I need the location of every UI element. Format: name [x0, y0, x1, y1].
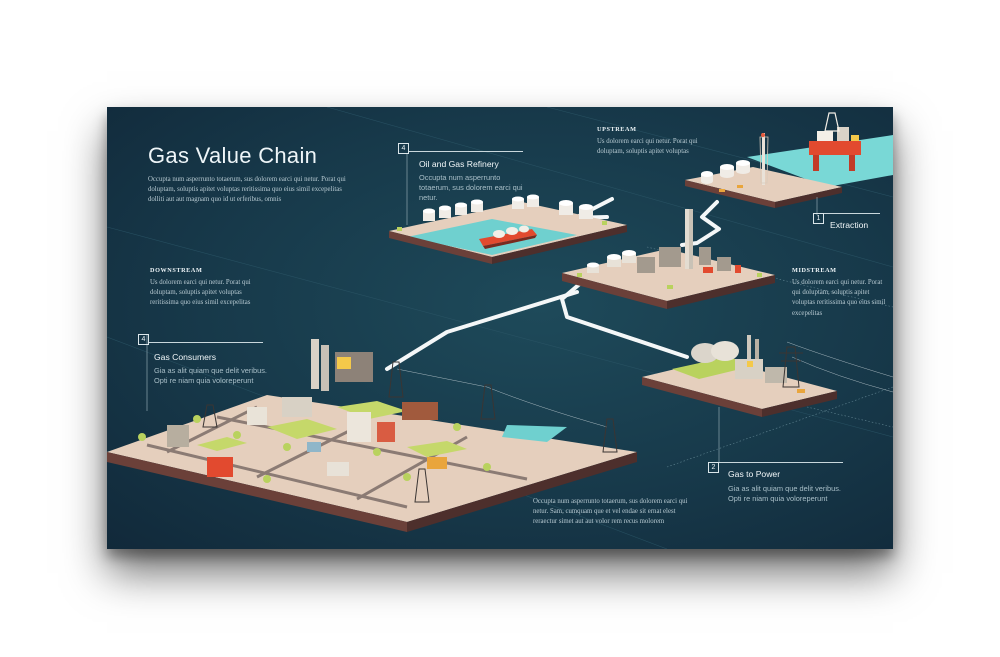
upstream-label: UPSTREAM	[597, 126, 637, 133]
consumers-title: Gas Consumers	[154, 352, 217, 362]
consumers-text: Gia as alit quiam que delit veribus. Opt…	[154, 366, 267, 385]
footer-text: Occupta num asperrunto totaerum, sus dol…	[533, 498, 688, 526]
page-title: Gas Value Chain	[148, 143, 318, 168]
callout-connectors	[146, 153, 818, 463]
refinery-text: Occupta num asperrunto totaerum, sus dol…	[419, 173, 523, 202]
gas-to-power-title: Gas to Power	[728, 469, 781, 479]
downstream-label: DOWNSTREAM	[150, 267, 203, 274]
lng-tanker-ship	[479, 225, 537, 249]
downstream-text: Us dolorem earci qui netur. Porat qui do…	[150, 279, 251, 307]
city-platform	[107, 339, 637, 532]
infographic-slide: Gas Value Chain Occupta num asperrunto t…	[107, 107, 893, 549]
power-lines	[396, 341, 893, 428]
midstream-text: Us dolorem earci qui netur. Porat qui do…	[792, 279, 886, 317]
refinery-platform	[389, 194, 627, 264]
consumers-number: 4	[138, 334, 149, 345]
oil-rig	[809, 112, 861, 171]
refinery-title: Oil and Gas Refinery	[419, 159, 499, 169]
gas-to-power-number: 2	[708, 462, 719, 473]
value-chain-illustration	[107, 107, 893, 549]
refinery-number: 4	[398, 143, 409, 154]
city-pylons	[202, 361, 618, 503]
power-pylon	[779, 346, 803, 388]
extraction-title: Extraction	[830, 220, 869, 230]
gas-to-power-text: Gia as alit quiam que delit veribus. Opt…	[728, 484, 841, 503]
power-plant-platform	[642, 335, 837, 417]
gas-to-power-rule	[719, 462, 843, 463]
extraction-rule	[824, 213, 880, 214]
intro-text: Occupta num asperrunto totaerum, sus dol…	[148, 176, 346, 204]
midstream-platform	[562, 209, 775, 309]
upstream-text: Us dolorem earci qui netur. Porat qui do…	[597, 138, 698, 156]
midstream-label: MIDSTREAM	[792, 267, 837, 274]
extraction-platform	[685, 112, 893, 208]
extraction-number: 1	[813, 213, 824, 224]
consumers-rule	[149, 342, 263, 343]
refinery-rule	[409, 151, 523, 152]
